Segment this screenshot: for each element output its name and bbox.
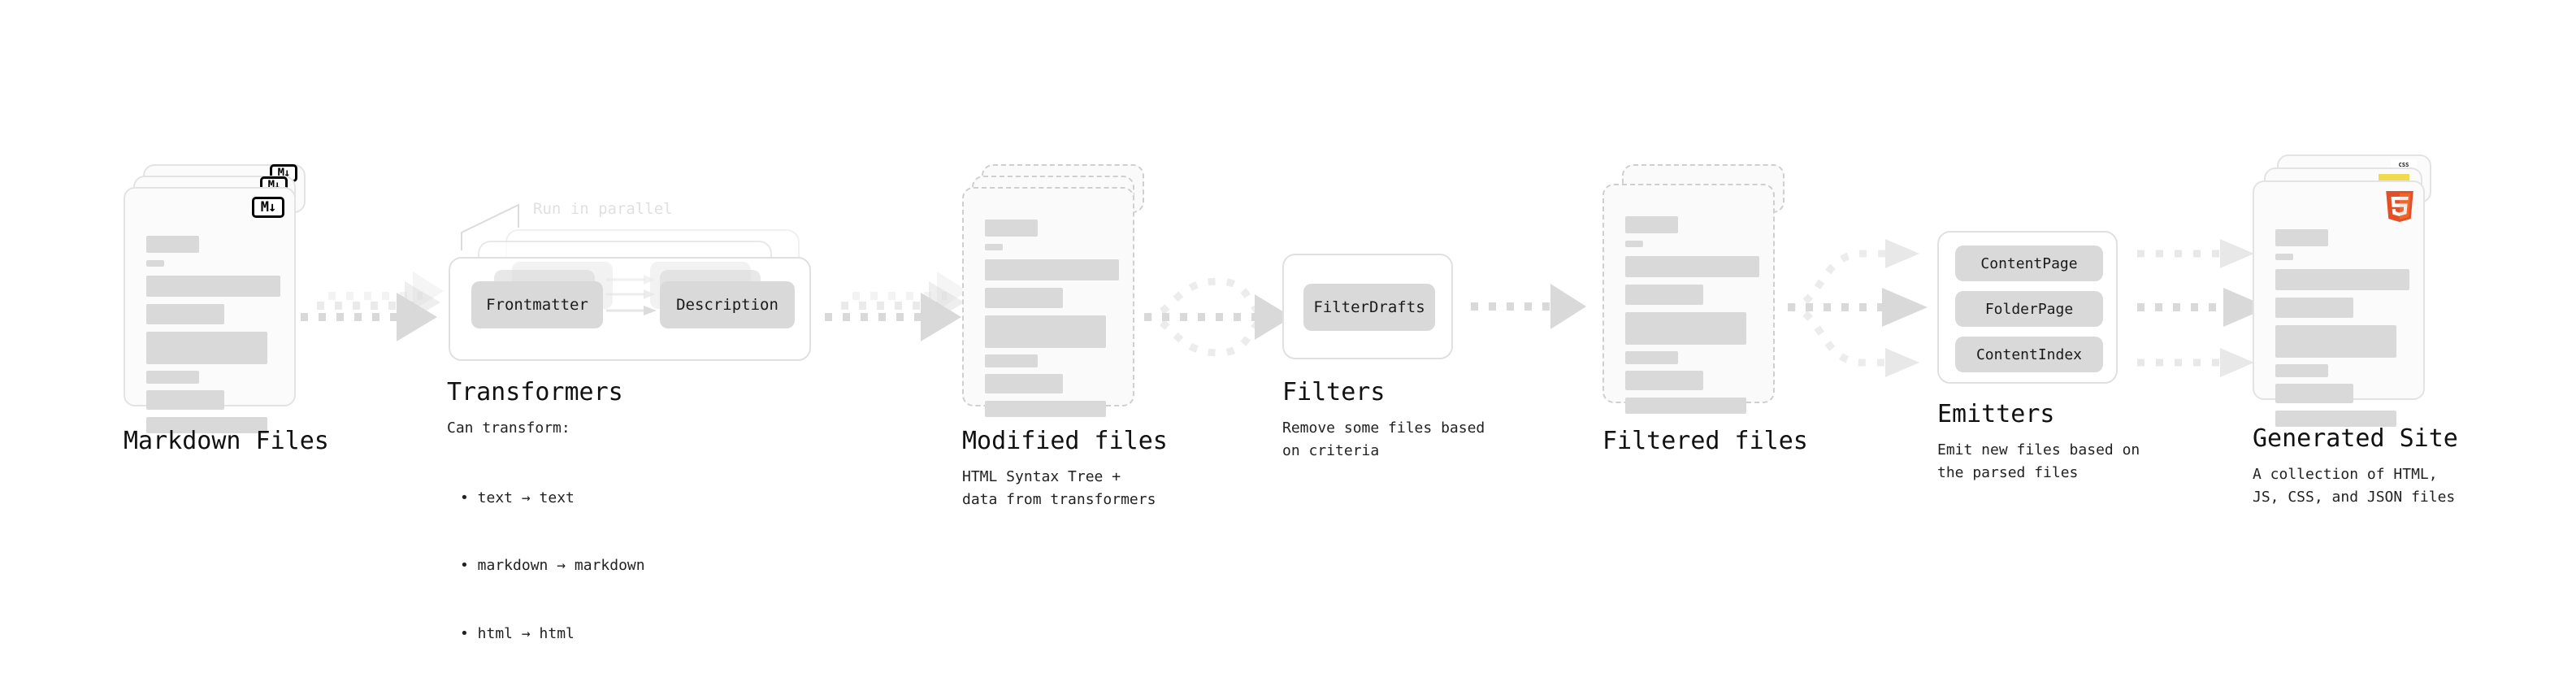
emitter-chip-contentpage[interactable]: ContentPage — [1955, 246, 2103, 281]
arrow-modified-to-filters — [1143, 277, 1292, 357]
bullet-html-to-html: • html → html — [460, 625, 575, 643]
arrow-markdown-to-transformers — [301, 272, 444, 341]
skeleton-bar — [985, 401, 1106, 417]
stage-title-generated-site: Generated Site — [2253, 424, 2458, 453]
markdown-file-sheet-front: M↓ — [124, 187, 296, 433]
skeleton-bar — [1625, 241, 1643, 247]
skeleton-bar — [2275, 384, 2353, 403]
stage-title-markdown-files: Markdown Files — [124, 427, 329, 455]
skeleton-bar — [146, 236, 199, 253]
skeleton-bar — [985, 288, 1063, 308]
arrow-filters-to-filtered — [1471, 284, 1586, 329]
arrow-transformers-to-modified — [825, 272, 968, 341]
transformer-chip-frontmatter[interactable]: Frontmatter — [471, 281, 603, 328]
skeleton-bar — [985, 244, 1003, 250]
stage-title-emitters: Emitters — [1937, 400, 2055, 428]
skeleton-bar — [985, 374, 1063, 393]
skeleton-bar — [1625, 285, 1703, 305]
skeleton-bar — [2275, 229, 2328, 246]
skeleton-bar — [985, 354, 1038, 367]
stage-title-transformers: Transformers — [447, 378, 623, 406]
skeleton-bar — [1625, 312, 1746, 345]
skeleton-bar — [1625, 256, 1759, 277]
run-in-parallel-bracket — [461, 203, 519, 250]
skeleton-bar — [1625, 398, 1746, 414]
markdown-files-stack: M↓ M↓ M↓ — [124, 164, 310, 433]
generated-site-stack: CSS — [2253, 154, 2448, 427]
skeleton-bar — [146, 304, 224, 324]
skeleton-bar — [146, 260, 164, 267]
skeleton-bar — [985, 315, 1106, 348]
stage-title-filters: Filters — [1282, 378, 1386, 406]
skeleton-bar — [2275, 269, 2409, 290]
stage-title-modified-files: Modified files — [962, 427, 1168, 455]
filters-subtitle: Remove some files based on criteria — [1282, 419, 1485, 459]
skeleton-bar — [1625, 351, 1678, 364]
emitters-subtitle: Emit new files based on the parsed files — [1937, 441, 2140, 481]
skeleton-bar — [2275, 325, 2396, 358]
arrow-filtered-to-emitters — [1787, 239, 1928, 377]
skeleton-bar — [1625, 371, 1703, 390]
bullet-text-to-text: • text → text — [460, 489, 575, 506]
transformer-chip-description[interactable]: Description — [660, 281, 795, 328]
emitter-chip-folderpage[interactable]: FolderPage — [1955, 291, 2103, 327]
stage-title-filtered-files: Filtered files — [1602, 427, 1808, 455]
modified-files-stack — [962, 164, 1149, 417]
transformers-bullets: • text → text • markdown → markdown • ht… — [460, 441, 645, 691]
filtered-files-stack — [1602, 164, 1789, 416]
skeleton-bar — [1625, 216, 1678, 233]
markdown-icon: M↓ — [252, 197, 284, 218]
modified-files-subtitle: HTML Syntax Tree + data from transformer… — [962, 468, 1156, 508]
filter-chip-filterdrafts[interactable]: FilterDrafts — [1303, 284, 1435, 331]
skeleton-bar — [2275, 411, 2396, 427]
skeleton-bar — [146, 276, 280, 297]
transformers-subtitle: Can transform: — [447, 419, 570, 437]
site-file-sheet-html — [2253, 180, 2425, 427]
filtered-file-sheet-front — [1602, 184, 1775, 414]
skeleton-bar — [2275, 364, 2328, 377]
bullet-markdown-to-markdown: • markdown → markdown — [460, 557, 645, 575]
modified-file-sheet-front — [962, 187, 1134, 417]
skeleton-bar — [146, 332, 267, 364]
transformer-inner-arrows — [606, 275, 657, 315]
filters-panel: FilterDrafts — [1282, 254, 1453, 359]
skeleton-bar — [985, 219, 1038, 237]
run-in-parallel-label: Run in parallel — [533, 200, 673, 218]
skeleton-bar — [146, 417, 267, 433]
skeleton-bar — [146, 390, 224, 410]
emitters-panel: ContentPage FolderPage ContentIndex — [1937, 231, 2118, 384]
skeleton-bar — [2275, 298, 2353, 318]
skeleton-bar — [2275, 254, 2293, 260]
generated-site-subtitle: A collection of HTML, JS, CSS, and JSON … — [2253, 466, 2456, 506]
emitter-chip-contentindex[interactable]: ContentIndex — [1955, 337, 2103, 372]
skeleton-bar — [146, 371, 199, 384]
skeleton-bar — [985, 259, 1119, 280]
arrow-emitters-to-site — [2137, 239, 2269, 377]
html5-icon — [2386, 191, 2413, 222]
